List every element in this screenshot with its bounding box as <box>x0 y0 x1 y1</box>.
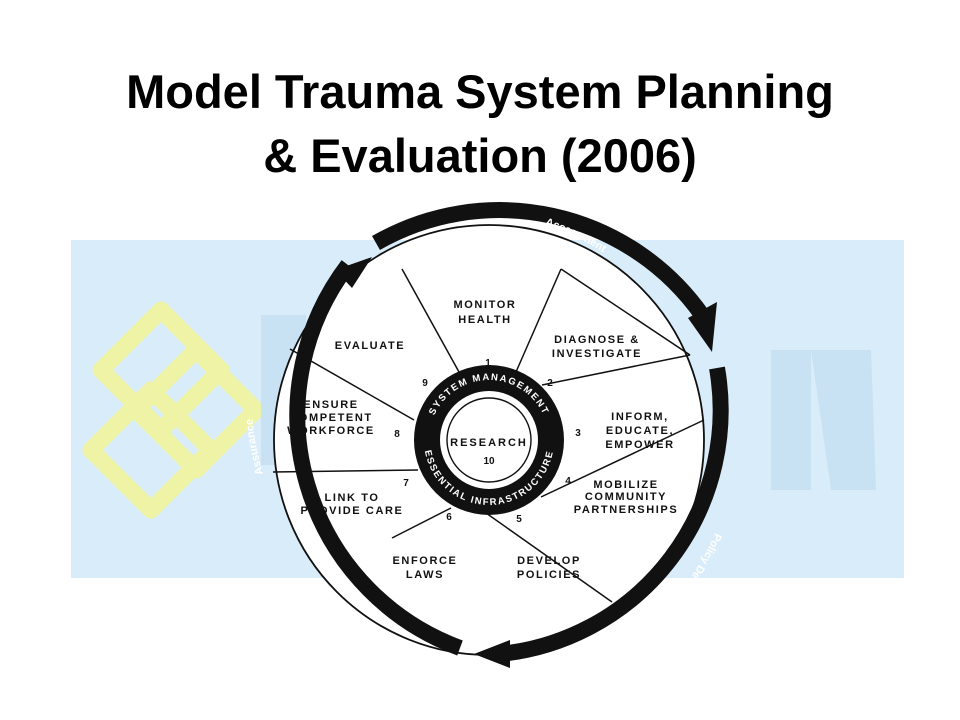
arrowhead-icon <box>335 257 372 288</box>
segment-label: DIAGNOSE & <box>554 334 640 346</box>
slide-title: Model Trauma System Planning & Evaluatio… <box>0 60 960 188</box>
center-number: 10 <box>483 456 495 467</box>
segment-label: MONITOR <box>454 299 517 311</box>
segment-number: 7 <box>403 478 409 489</box>
segment-1: MONITOR HEALTH 1 <box>454 299 517 369</box>
segment-4: MOBILIZE COMMUNITY PARTNERSHIPS 4 <box>565 476 679 516</box>
watermark-diamond-icon <box>82 381 220 519</box>
segment-label: INVESTIGATE <box>552 348 642 360</box>
segment-6: ENFORCE LAWS 6 <box>393 512 458 581</box>
segment-label: EDUCATE, <box>606 425 674 437</box>
segment-number: 6 <box>446 512 452 523</box>
segment-number: 2 <box>547 378 553 389</box>
segment-number: 3 <box>575 428 581 439</box>
segment-2-cutaway <box>560 268 691 356</box>
title-line-2: & Evaluation (2006) <box>263 129 697 182</box>
segment-number: 8 <box>394 429 400 440</box>
segment-number: 9 <box>422 378 428 389</box>
center-label: RESEARCH <box>450 437 528 449</box>
segment-label: ENFORCE <box>393 555 458 567</box>
assurance-label: Assurance <box>244 418 266 476</box>
hub-inner-ring <box>446 397 532 483</box>
segment-8: ENSURE COMPETENT WORKFORCE 8 <box>287 399 400 440</box>
segment-number: 4 <box>565 476 571 487</box>
segment-label: EVALUATE <box>335 340 405 352</box>
segment-label: HEALTH <box>458 314 511 326</box>
segment-label: DEVELOP <box>517 555 581 567</box>
segment-5: DEVELOP POLICIES 5 <box>516 514 581 581</box>
segment-label: LAWS <box>406 569 444 581</box>
segment-label: COMMUNITY <box>585 491 667 503</box>
segment-label: INFORM, <box>611 411 669 423</box>
segment-label: COMPETENT <box>289 412 372 424</box>
hub-center <box>438 389 540 491</box>
arrowhead-icon <box>688 302 717 352</box>
segment-label: EMPOWER <box>605 439 674 451</box>
segment-number: 1 <box>485 358 491 369</box>
segment-label: MOBILIZE <box>593 479 658 491</box>
segment-2: DIAGNOSE & INVESTIGATE 2 <box>547 334 642 389</box>
segment-number: 5 <box>516 514 522 525</box>
segment-label: WORKFORCE <box>287 425 375 437</box>
segment-label: POLICIES <box>517 569 581 581</box>
arrowhead-icon <box>474 640 510 668</box>
segment-label: ENSURE <box>303 399 358 411</box>
title-line-1: Model Trauma System Planning <box>126 65 834 118</box>
segment-label: PARTNERSHIPS <box>574 504 679 516</box>
segment-9: EVALUATE 9 <box>335 340 428 389</box>
segment-label: LINK TO <box>325 492 380 504</box>
segment-3: INFORM, EDUCATE, EMPOWER 3 <box>575 411 674 451</box>
